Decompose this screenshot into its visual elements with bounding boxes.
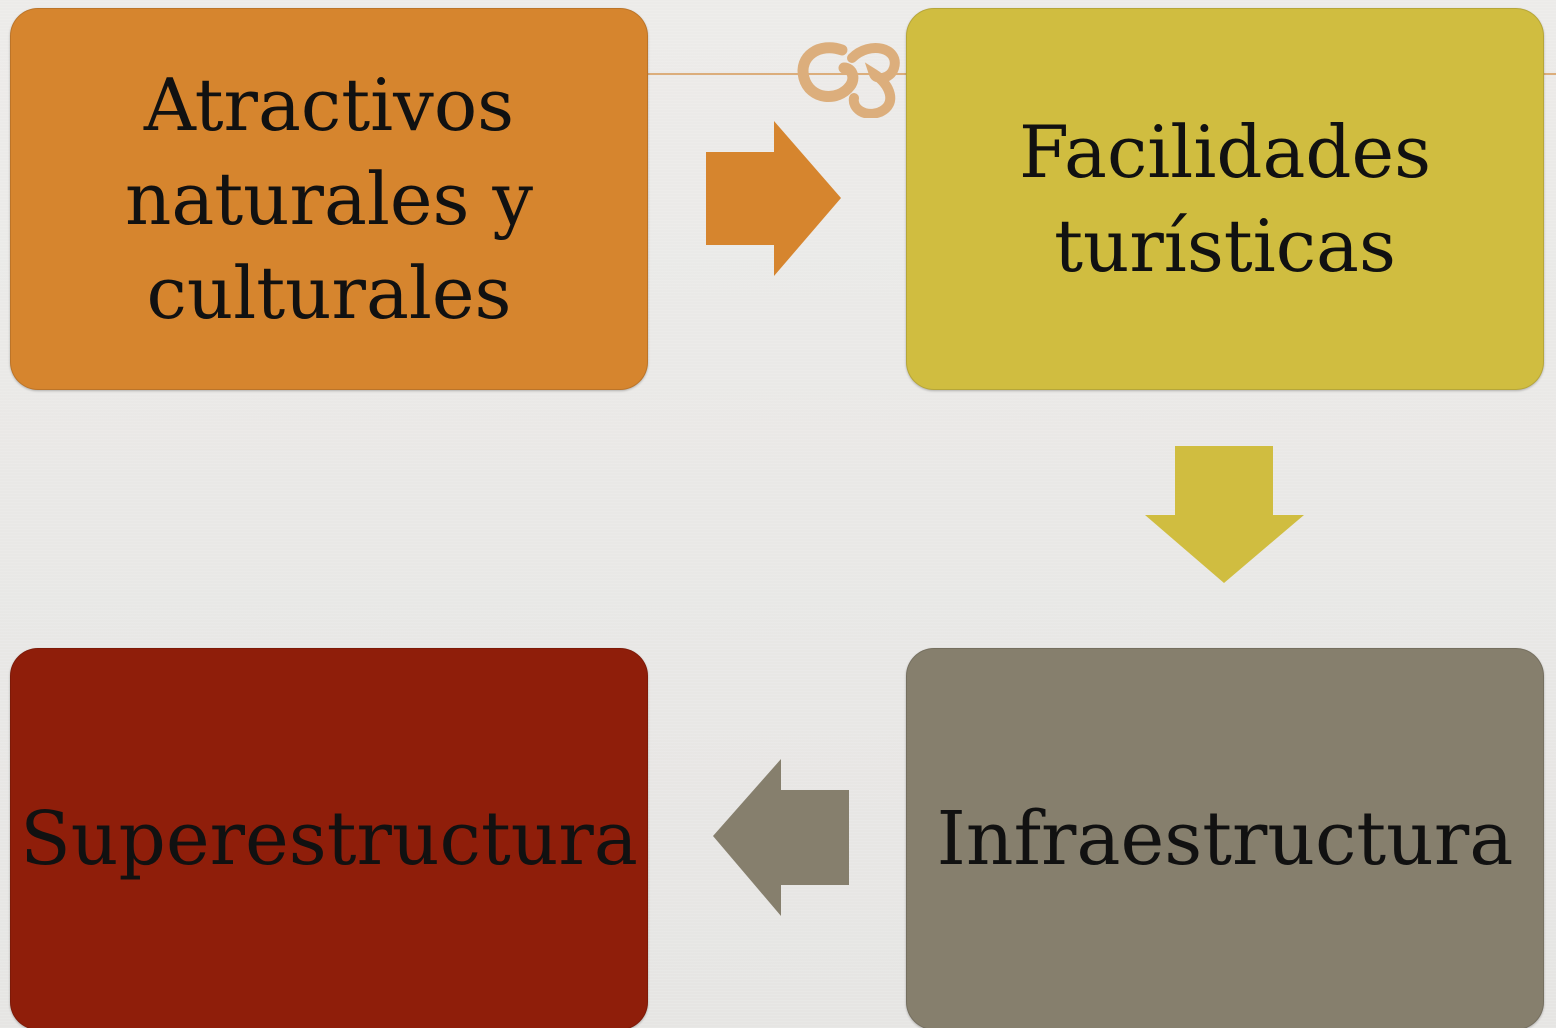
node-facilidades: Facilidades turísticas xyxy=(906,8,1544,390)
ornament-flourish-icon xyxy=(797,42,900,118)
node-atractivos: Atractivos naturales y culturales xyxy=(10,8,648,390)
node-superestructura-label: Superestructura xyxy=(20,796,638,882)
arrow-left-shape xyxy=(713,759,849,916)
node-facilidades-label: Facilidades turísticas xyxy=(1018,110,1432,288)
arrow-right-icon xyxy=(706,121,841,276)
node-superestructura: Superestructura xyxy=(10,648,648,1028)
node-infraestructura-label: Infraestructura xyxy=(936,796,1514,882)
arrow-down-icon xyxy=(1145,446,1304,583)
node-infraestructura: Infraestructura xyxy=(906,648,1544,1028)
arrow-right-shape xyxy=(706,121,841,276)
arrow-left-icon xyxy=(713,759,849,916)
arrow-down-shape xyxy=(1145,446,1304,583)
node-atractivos-label: Atractivos naturales y culturales xyxy=(124,63,534,335)
